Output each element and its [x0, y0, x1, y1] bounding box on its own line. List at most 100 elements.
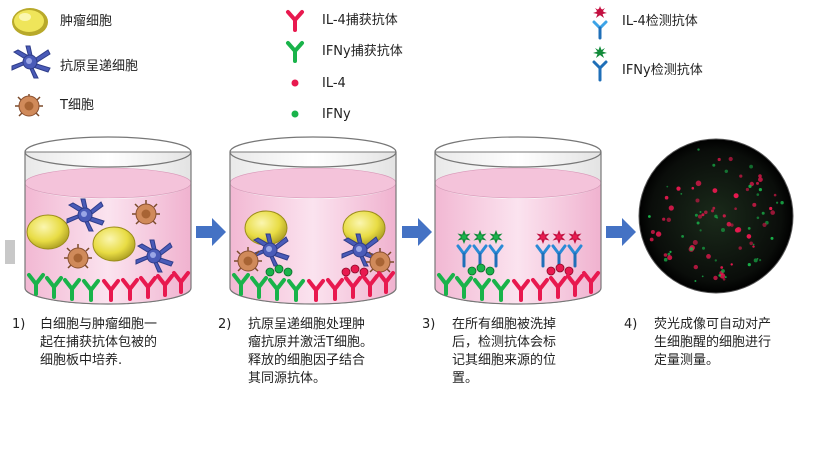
step-1-number: 1)	[12, 317, 26, 332]
il4-spot	[749, 241, 753, 246]
ifny-spot	[699, 211, 702, 213]
il4-spot	[712, 206, 716, 210]
well-3	[434, 136, 602, 305]
il4-spot	[756, 181, 759, 185]
ifny-spot	[663, 257, 668, 262]
step-2-text: 抗原呈递细胞处理肿瘤抗原并激活T细胞。释放的细胞因子结合其同源抗体。	[248, 317, 373, 386]
t-cell-icon	[15, 94, 43, 117]
ifny-spot	[756, 216, 760, 220]
il4-spot	[676, 186, 681, 191]
ifny-spot	[694, 280, 697, 282]
il4-spot	[769, 206, 773, 211]
il4-spot	[692, 240, 698, 245]
ifny-spot	[761, 211, 765, 215]
arrow-icon	[606, 218, 636, 246]
legend-label-ifny-detect: IFNy检测抗体	[622, 63, 703, 78]
tumor-cell	[26, 214, 70, 250]
ifny-spot	[699, 229, 702, 232]
il4-spot	[650, 230, 655, 234]
ifny-spot	[724, 276, 727, 279]
ifny-spot	[721, 228, 725, 232]
ifny-spot	[701, 275, 704, 278]
il4-spot	[698, 214, 702, 219]
ifny-spot	[749, 164, 753, 169]
il4-spot	[693, 264, 698, 270]
ifny-spot	[666, 185, 669, 188]
il4-spot	[752, 202, 757, 207]
il4-spot	[758, 177, 763, 183]
step-3-number: 3)	[422, 317, 436, 332]
ifny-capture-antibody-icon	[286, 41, 304, 63]
ifny-spot	[780, 201, 784, 205]
il4-spot	[770, 210, 775, 215]
il4-spot	[730, 223, 734, 227]
il4-spot	[719, 273, 726, 279]
left-edge-marker	[5, 240, 15, 264]
il4-spot	[720, 266, 724, 269]
fluorescence-spot-image	[638, 138, 794, 294]
ifny-spot	[714, 259, 717, 262]
step-3-text: 在所有细胞被洗掉后，检测抗体会标记其细胞来源的位置。	[452, 317, 557, 386]
ifny-spot	[776, 201, 779, 204]
ifny-spot	[669, 250, 672, 253]
step-1-text: 白细胞与肿瘤细胞一起在捕获抗体包被的细胞板中培养.	[40, 317, 158, 368]
il4-spot	[713, 275, 718, 281]
ifny-spot	[747, 227, 751, 230]
ifny-spot	[680, 193, 683, 195]
il4-spot	[728, 156, 733, 162]
ifny-detection-antibody-icon	[592, 46, 608, 82]
il4-spot	[733, 193, 739, 199]
tumor-cell	[92, 226, 136, 262]
well-1	[24, 136, 192, 305]
il4-spot	[722, 278, 726, 281]
il4-spot	[662, 217, 666, 221]
il4-spot	[664, 195, 669, 200]
ifny-spot	[748, 184, 752, 188]
il4-spot	[739, 174, 743, 178]
il4-spot	[758, 174, 762, 178]
il4-spot	[726, 221, 732, 227]
il4-spot	[717, 157, 721, 162]
il4-spot	[722, 214, 726, 218]
il4-spot	[706, 254, 711, 259]
legend-label-ifny: IFNy	[322, 107, 351, 122]
legend-label-tumor-cell: 肿瘤细胞	[60, 14, 113, 29]
ifny-spot	[721, 269, 725, 273]
il4-spot	[712, 188, 718, 194]
il4-spot	[666, 217, 671, 222]
il4-spot	[695, 180, 702, 187]
ifny-spot	[756, 193, 760, 196]
ifny-spot	[758, 188, 763, 192]
il4-spot	[668, 205, 674, 211]
il4-spot	[773, 193, 777, 197]
il4-detection-antibody-icon	[592, 6, 608, 40]
ifny-cytokine-icon	[291, 110, 299, 118]
ifny-spot	[648, 215, 651, 218]
arrow-icon	[402, 218, 432, 246]
apc-cell-icon	[11, 45, 51, 79]
il4-spot	[711, 209, 714, 213]
il4-spot	[649, 237, 654, 242]
il4-spot	[701, 213, 705, 217]
ifny-spot	[681, 235, 684, 238]
il4-spot	[746, 234, 752, 239]
ifny-spot	[724, 169, 728, 173]
ifny-spot	[694, 213, 698, 217]
il4-spot	[734, 207, 737, 210]
ifny-spot	[667, 252, 671, 256]
legend-label-il4-detect: IL-4检测抗体	[622, 14, 698, 29]
ifny-spot	[689, 247, 694, 251]
legend-label-apc-cell: 抗原呈递细胞	[60, 59, 139, 74]
step-4-number: 4)	[624, 317, 638, 332]
il4-spot	[762, 222, 767, 227]
tumor-cell	[244, 210, 288, 246]
il4-spot	[667, 255, 673, 261]
il4-spot	[745, 187, 750, 192]
ifny-spot	[718, 274, 721, 277]
step-2-number: 2)	[218, 317, 232, 332]
il4-spot	[752, 245, 755, 248]
legend-label-il4-capture: IL-4捕获抗体	[322, 13, 398, 28]
ifny-spot	[702, 246, 705, 250]
ifny-spot	[770, 236, 774, 240]
